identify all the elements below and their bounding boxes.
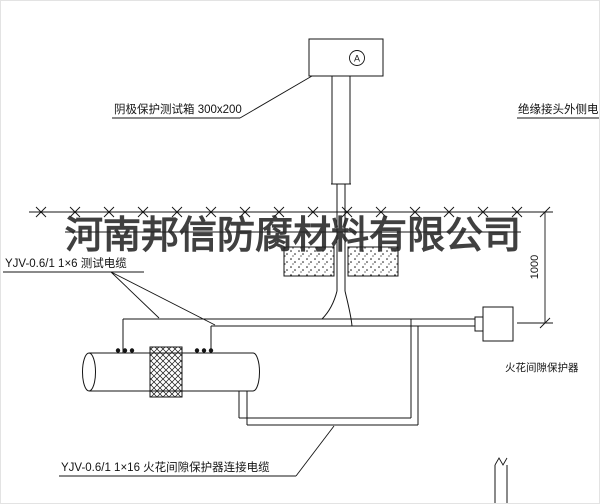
spark-gap-protector <box>474 306 514 342</box>
device-letter: A <box>354 53 360 63</box>
label-connection-cable: YJV-0.6/1 1×16 火花间隙保护器连接电缆 <box>61 460 270 474</box>
cable-runs <box>122 290 475 426</box>
label-test-cable: YJV-0.6/1 1×6 测试电缆 <box>5 257 127 270</box>
riser-conduit <box>331 76 351 291</box>
test-box: A <box>308 38 384 77</box>
leader-lines <box>3 75 599 477</box>
label-insulated-joint-cable: 绝缘接头外侧电缆 <box>518 102 600 116</box>
dimension-1000: 1000 <box>517 206 553 329</box>
foundation-blocks <box>283 246 399 277</box>
label-test-box: 阴极保护测试箱 300x200 <box>114 102 242 116</box>
label-spark-gap-protector: 火花间隙保护器 <box>505 361 579 374</box>
pipeline <box>82 346 260 398</box>
watermark: 河南邦信防腐材料有限公司 <box>65 215 521 257</box>
break-symbol <box>494 457 508 503</box>
meter-circle-icon <box>349 50 365 66</box>
ground-hatch-marks <box>35 206 523 218</box>
flange-bolts <box>115 348 214 353</box>
dimension-text: 1000 <box>529 255 541 279</box>
pipe-end-cap <box>82 352 96 392</box>
watermark-text: 河南邦信防腐材料有限公司 <box>65 215 521 257</box>
dimension-tick-icon <box>539 206 551 329</box>
pipe-end-arc <box>252 352 260 392</box>
insulating-joint <box>149 346 183 398</box>
